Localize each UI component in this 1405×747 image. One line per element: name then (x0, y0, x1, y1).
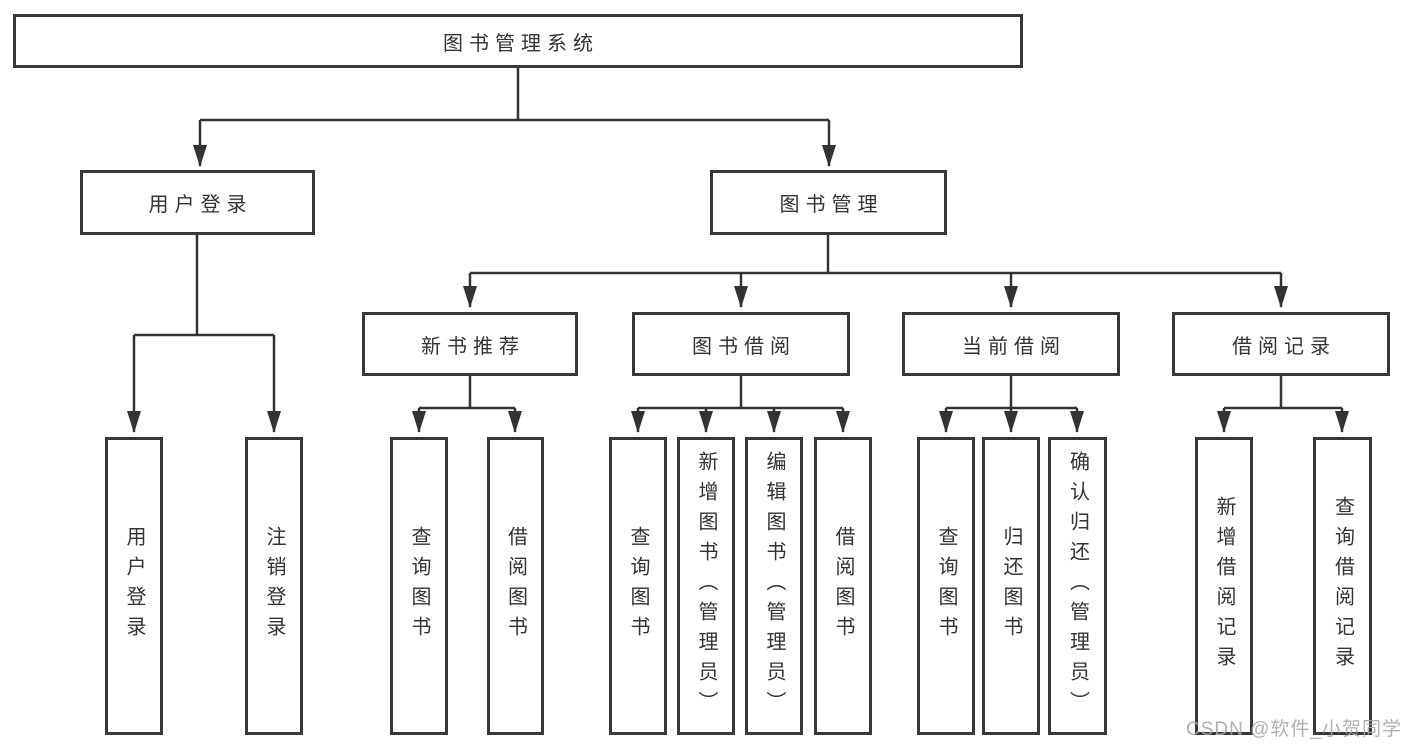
node-label: 新增图书（管理员） (695, 451, 717, 721)
node-label: 归还图书 (1000, 526, 1022, 646)
node-leaf-logout: 注销登录 (245, 437, 303, 735)
node-book-management: 图书管理 (710, 170, 947, 235)
node-leaf-borrow-books-1: 借阅图书 (487, 437, 544, 735)
node-new-book-recommend: 新书推荐 (362, 312, 578, 376)
node-book-borrowing: 图书借阅 (632, 312, 850, 376)
node-library-management-system: 图书管理系统 (13, 14, 1023, 68)
node-leaf-user-login: 用户登录 (105, 437, 163, 735)
node-current-borrowing: 当前借阅 (902, 312, 1120, 376)
node-leaf-confirm-return-admin: 确认归还（管理员） (1048, 437, 1107, 735)
node-leaf-query-books-2: 查询图书 (609, 437, 667, 735)
node-leaf-query-books-1: 查询图书 (390, 437, 448, 735)
node-label: 借阅图书 (504, 526, 527, 646)
node-label: 新增借阅记录 (1213, 496, 1235, 676)
node-leaf-return-books: 归还图书 (982, 437, 1040, 735)
node-label: 查询图书 (408, 526, 430, 646)
node-label: 图书管理系统 (443, 32, 599, 55)
node-label: 借阅记录 (1232, 335, 1336, 358)
csdn-watermark: CSDN @软件_小贺同学 (1186, 719, 1402, 740)
node-leaf-add-borrow-record: 新增借阅记录 (1195, 437, 1253, 735)
node-leaf-query-books-3: 查询图书 (917, 437, 975, 735)
node-borrowing-records: 借阅记录 (1172, 312, 1390, 376)
node-label: 新书推荐 (421, 335, 525, 358)
node-label: 借阅图书 (832, 526, 854, 646)
node-label: 查询图书 (935, 526, 957, 646)
node-label: 当前借阅 (962, 335, 1066, 358)
connector-lines (127, 68, 1349, 433)
node-user-login: 用户登录 (80, 170, 315, 235)
node-leaf-add-books-admin: 新增图书（管理员） (677, 437, 735, 735)
node-label: 注销登录 (263, 526, 285, 646)
node-label: 图书管理 (779, 194, 884, 216)
node-label: 编辑图书（管理员） (763, 451, 785, 721)
node-leaf-borrow-books-2: 借阅图书 (814, 437, 872, 735)
node-label: 图书借阅 (692, 335, 796, 358)
node-label: 用户登录 (123, 526, 145, 646)
node-label: 查询图书 (627, 526, 649, 646)
node-leaf-query-borrow-record: 查询借阅记录 (1313, 437, 1372, 735)
node-label: 用户登录 (148, 194, 253, 216)
node-label: 查询借阅记录 (1331, 496, 1354, 676)
node-label: 确认归还（管理员） (1066, 451, 1089, 721)
node-leaf-edit-books-admin: 编辑图书（管理员） (745, 437, 803, 735)
